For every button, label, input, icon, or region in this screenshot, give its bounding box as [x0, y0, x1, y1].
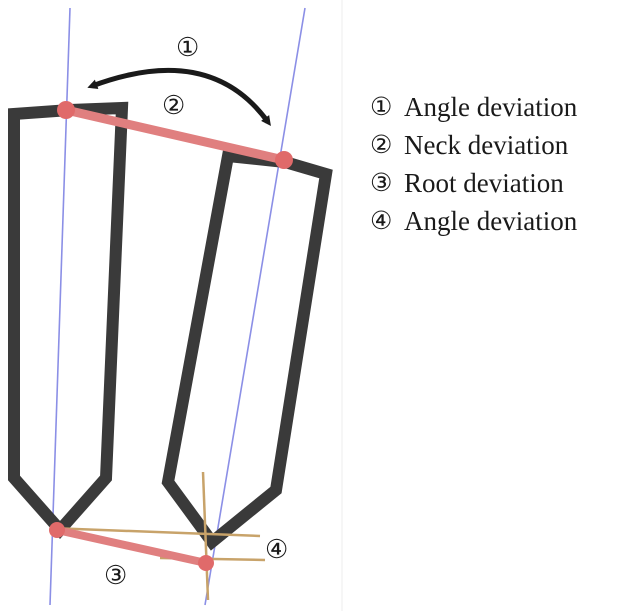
neck-point-actual [275, 151, 293, 169]
actual-implant-shape [161, 149, 333, 551]
legend-label: Angle deviation [404, 205, 578, 236]
neck-point-planned [57, 101, 75, 119]
legend-number: ④ [370, 208, 393, 235]
legend-item-neck-deviation: ② Neck deviation [370, 126, 628, 164]
legend-item-angle-deviation-2: ④ Angle deviation [370, 202, 628, 240]
legend-label: Neck deviation [404, 129, 569, 160]
crosshair-vertical [201, 471, 210, 601]
legend-number: ③ [370, 170, 393, 197]
legend-label: Angle deviation [404, 91, 578, 122]
angle-deviation-arrow [87, 67, 271, 127]
legend: ① Angle deviation ② Neck deviation ③ Roo… [370, 88, 628, 240]
actual-axis-line [204, 7, 306, 606]
root-point-actual [198, 555, 214, 571]
root-point-planned [49, 522, 65, 538]
legend-number: ② [370, 132, 393, 159]
legend-label: Root deviation [404, 167, 564, 198]
marker-1: ① [176, 33, 199, 63]
marker-4: ④ [265, 535, 288, 565]
legend-number: ① [370, 94, 393, 121]
planned-implant-shape [7, 101, 129, 540]
legend-item-angle-deviation-1: ① Angle deviation [370, 88, 628, 126]
marker-2: ② [162, 91, 185, 121]
legend-item-root-deviation: ③ Root deviation [370, 164, 628, 202]
crosshair-horizontal-top [49, 526, 261, 538]
root-deviation-bar [53, 526, 210, 567]
marker-3: ③ [104, 561, 127, 591]
